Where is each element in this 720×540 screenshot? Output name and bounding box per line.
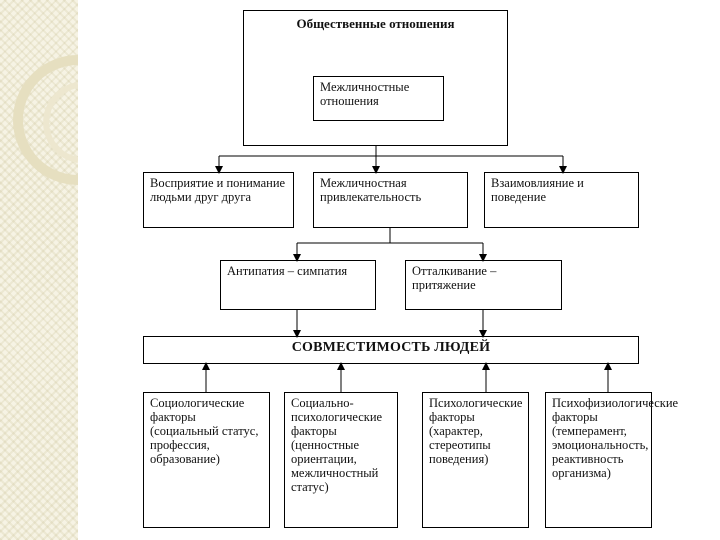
antipathy-sympathy-label: Антипатия – симпатия — [227, 264, 348, 278]
compatibility-banner: СОВМЕСТИМОСТЬ ЛЮДЕЙ — [143, 336, 639, 364]
perception-label: Восприятие и понимание людьми друг друга — [150, 176, 286, 204]
social-relations-box: Общественные отношения — [243, 10, 508, 146]
socio-psychological-factors-box: Социально-психологические факторы (ценно… — [284, 392, 398, 528]
attractiveness-label: Межличностная привлекательность — [320, 176, 422, 204]
sociological-factors-label: Социологические факторы (социальный стат… — [150, 396, 259, 466]
socio-psychological-factors-label: Социально-психологические факторы (ценно… — [291, 396, 383, 494]
sociological-factors-box: Социологические факторы (социальный стат… — [143, 392, 270, 528]
attractiveness-box: Межличностная привлекательность — [313, 172, 468, 228]
repulsion-attraction-box: Отталкивание – притяжение — [405, 260, 562, 310]
psychophysiological-factors-label: Психофизиологические факторы (темперамен… — [552, 396, 679, 480]
psychological-factors-box: Психологические факторы (характер, стере… — [422, 392, 529, 528]
social-relations-label: Общественные отношения — [296, 16, 455, 31]
decorative-arcs — [13, 55, 78, 185]
antipathy-sympathy-box: Антипатия – симпатия — [220, 260, 376, 310]
psychological-factors-label: Психологические факторы (характер, стере… — [429, 396, 523, 466]
mutual-influence-box: Взаимовлияние и поведение — [484, 172, 639, 228]
compatibility-label: СОВМЕСТИМОСТЬ ЛЮДЕЙ — [291, 340, 491, 355]
psychophysiological-factors-box: Психофизиологические факторы (темперамен… — [545, 392, 678, 528]
interpersonal-relations-box: Межличностные отношения — [313, 76, 444, 121]
repulsion-attraction-label: Отталкивание – притяжение — [412, 264, 497, 292]
perception-box: Восприятие и понимание людьми друг друга — [143, 172, 294, 228]
decorative-side-strip — [0, 0, 78, 540]
interpersonal-relations-label: Межличностные отношения — [320, 80, 410, 108]
mutual-influence-label: Взаимовлияние и поведение — [491, 176, 584, 204]
